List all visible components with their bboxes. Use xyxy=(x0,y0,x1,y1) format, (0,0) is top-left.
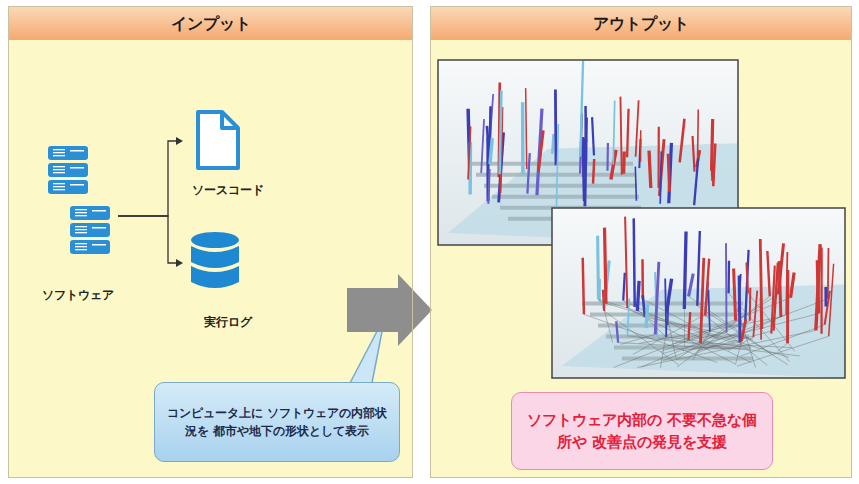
database-icon xyxy=(191,232,239,288)
arrowhead xyxy=(176,137,183,145)
execution-log-icon-box: 実行ログ xyxy=(183,227,273,331)
input-panel: インプットソフトウェアソースコード実行ログコンピュータ上に ソフトウェアの内部状… xyxy=(8,6,413,478)
connector xyxy=(118,216,183,267)
header-band xyxy=(430,6,852,40)
node-text: ソフトウェア内部の 不要不急な個所や 改善点の発見を支援 xyxy=(522,409,762,454)
screenshot-frame xyxy=(552,208,845,378)
panel-ground xyxy=(430,40,852,478)
document-icon xyxy=(198,112,238,168)
connector xyxy=(118,137,183,216)
output-panel: アウトプットソフトウェア内部の 不要不急な個所や 改善点の発見を支援 xyxy=(430,6,852,478)
branch-line xyxy=(118,141,177,216)
connector xyxy=(347,274,432,346)
underground-visualization xyxy=(562,217,845,378)
branch-line xyxy=(118,216,177,263)
arrowhead xyxy=(176,259,183,267)
result-box: ソフトウェア内部の 不要不急な個所や 改善点の発見を支援 xyxy=(511,392,773,470)
header-band xyxy=(8,6,413,40)
node-text: ソースコード xyxy=(173,182,283,199)
screenshot-border xyxy=(552,208,845,378)
node-text: ソフトウェア xyxy=(28,287,128,304)
node-text: 実行ログ xyxy=(173,314,283,331)
server-icon xyxy=(48,146,110,254)
software-icon-box: ソフトウェア xyxy=(38,141,118,304)
callout-box: コンピュータ上に ソフトウェアの内部状況を 都市や地下の形状として表示 xyxy=(154,382,400,462)
panel-ground xyxy=(8,40,413,478)
node-text: アウトプット xyxy=(431,7,851,40)
big-arrow xyxy=(347,274,432,346)
node-text: インプット xyxy=(9,7,412,40)
source-code-icon-box: ソースコード xyxy=(183,105,273,199)
node-text: コンピュータ上に ソフトウェアの内部状況を 都市や地下の形状として表示 xyxy=(165,404,389,441)
document-fold xyxy=(222,112,238,128)
